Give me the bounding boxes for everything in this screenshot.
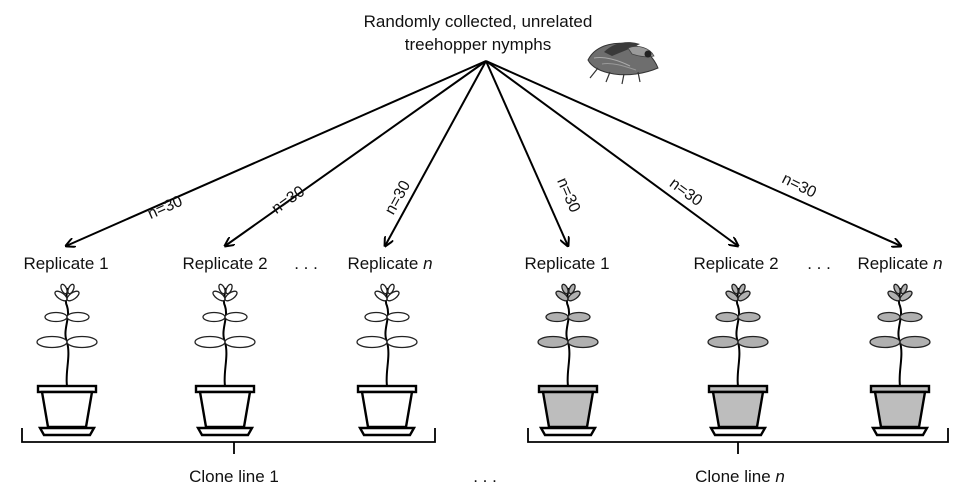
replicate-label: Replicate 1 <box>524 254 609 273</box>
clone-line-label: Clone line n <box>695 467 785 486</box>
clone-line-bracket-1 <box>21 428 436 454</box>
edge-label: n=30 <box>666 175 705 210</box>
replicate-label: Replicate n <box>347 254 432 273</box>
clone-line-bracket-n <box>527 428 949 454</box>
treehopper-icon <box>587 42 659 85</box>
plant-pot-icon <box>537 283 599 437</box>
source-label-line1: Randomly collected, unrelated <box>364 12 593 31</box>
arrow-to-clonen-repn <box>485 60 901 246</box>
edge-labels: n=30 n=30 n=30 n=30 n=30 n=30 <box>145 170 819 223</box>
replicate-labels: Replicate 1 Replicate 2 Replicate n Repl… <box>23 254 942 273</box>
plant-pot-icon <box>194 283 256 437</box>
edge-label: n=30 <box>145 193 185 223</box>
plant-pot-icon <box>36 283 98 437</box>
arrow-to-clonen-rep1 <box>485 60 568 246</box>
replicate-label: Replicate 2 <box>182 254 267 273</box>
arrow-to-clone1-repn <box>385 60 487 246</box>
arrow-to-clone1-rep2 <box>225 60 487 246</box>
edge-label: n=30 <box>553 175 583 215</box>
edge-label: n=30 <box>269 183 308 218</box>
source-label-line2: treehopper nymphs <box>405 35 551 54</box>
plant-pot-icon <box>356 283 418 437</box>
distribution-arrows <box>66 60 901 246</box>
edge-label: n=30 <box>779 170 819 201</box>
replicate-label: Replicate 1 <box>23 254 108 273</box>
replicate-label: Replicate 2 <box>693 254 778 273</box>
arrow-to-clonen-rep2 <box>485 60 738 246</box>
edge-label: n=30 <box>382 178 414 218</box>
clone-line-label: Clone line 1 <box>189 467 279 486</box>
replicate-label: Replicate n <box>857 254 942 273</box>
replicate-ellipsis: . . . <box>807 254 831 273</box>
plant-pot-icon <box>869 283 931 437</box>
plant-pot-icon <box>707 283 769 437</box>
clone-line-ellipsis: . . . <box>473 467 497 486</box>
arrow-to-clone1-rep1 <box>66 60 487 246</box>
plant-pots <box>36 283 931 437</box>
replicate-ellipsis: . . . <box>294 254 318 273</box>
